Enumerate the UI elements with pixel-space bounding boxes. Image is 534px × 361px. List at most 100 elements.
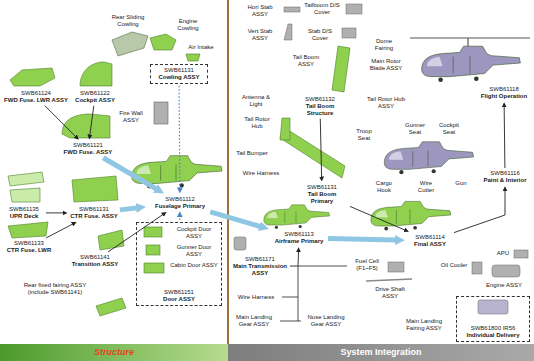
part-name: Main Rotor Blade ASSY (364, 58, 408, 72)
part-name: Cockpit Door ASSY (170, 226, 218, 240)
stage-label: SWB61118Flight Operation (478, 86, 530, 100)
part-name: Wire Harness (240, 170, 282, 177)
connector-arrow (90, 106, 94, 135)
part-number: SWB61800 IR56 (459, 325, 527, 332)
part-name: Fire Wall ASSY (112, 110, 150, 124)
assembly-name: FWD Fuse. LWR ASSY (4, 97, 68, 104)
part-picture (8, 172, 44, 202)
part-picture (384, 142, 473, 174)
part-name: APU (494, 250, 512, 257)
bracket-line (280, 266, 347, 321)
assembly-name: Paint & Interior (480, 177, 530, 184)
connector-arrow (46, 224, 73, 238)
dashed-group-box: SWB61800 IR56Individual Delivery (456, 296, 530, 342)
part-picture (154, 102, 168, 124)
part-name: Tail Rotor Hub ASSY (364, 96, 408, 110)
stage-label: SWB61116Paint & Interior (480, 170, 530, 184)
part-picture (284, 7, 300, 12)
assembly-name: Fuselage Primary (149, 203, 211, 210)
part-name: Rear fixed fairing ASSY (include SWB6114… (18, 282, 92, 296)
part-picture (234, 237, 246, 250)
part-picture (366, 279, 412, 281)
part-name: Wire Harness (236, 294, 276, 301)
phase-band: Structure (0, 344, 228, 361)
connector-arrow (178, 86, 180, 188)
assembly-label: SWB61131Tail Boom Primary (296, 184, 348, 205)
part-picture (422, 46, 521, 82)
assembly-name: CTR Fuse. ASSY (70, 213, 118, 220)
connector-arrow (290, 252, 299, 266)
connector-arrow (320, 119, 321, 177)
part-picture (186, 54, 200, 61)
part-picture (472, 262, 482, 274)
part-picture (514, 250, 528, 258)
connector-arrow (504, 107, 506, 168)
bracket-line (298, 266, 347, 267)
part-name: Oil Cooler (440, 262, 468, 269)
part-picture (264, 205, 330, 229)
connector-arrow (454, 191, 505, 233)
part-name: Engine ASSY (484, 282, 524, 289)
part-picture (150, 34, 176, 50)
flow-arrow (103, 158, 156, 189)
assembly-name: Cowling ASSY (153, 74, 205, 81)
part-picture (8, 32, 222, 316)
part-picture (10, 68, 55, 86)
part-name: Main Landing Fairing ASSY (398, 318, 450, 332)
connector-arrow (46, 212, 63, 213)
flow-arrow (328, 239, 396, 241)
part-name: Nose Landing Gear ASSY (304, 314, 348, 328)
part-number: SWB61132 (292, 96, 348, 103)
part-picture (62, 114, 110, 138)
part-name: Tail Rotor Hub (240, 116, 274, 130)
part-name: Tail Boom ASSY (286, 54, 326, 68)
part-name: Engine Cowling (170, 18, 206, 32)
part-name: Antenna & Light (238, 94, 274, 108)
assembly-name: Cockpit ASSY (72, 97, 118, 104)
part-picture (8, 222, 48, 238)
assembly-name: Flight Operation (478, 93, 530, 100)
part-picture (72, 176, 118, 202)
part-name: Fuel Cell (F1~F5) (350, 258, 384, 272)
flow-arrow (120, 208, 137, 210)
assembly-label: SWB61132Tail Boom Structure (292, 96, 348, 117)
part-picture (98, 230, 124, 250)
part-name: Air Intake (184, 44, 218, 51)
part-name: Gunner Seat (400, 122, 430, 136)
assembly-name: Final ASSY (408, 241, 452, 248)
assembly-label: SWB61121FWD Fuse. ASSY (60, 142, 116, 156)
part-number: SWB61131 (153, 67, 205, 74)
part-name: Tailboom D/S Cover (302, 2, 342, 16)
part-name: Cockpit Seat (434, 122, 464, 136)
assembly-name: Main Transmission ASSY (232, 263, 288, 277)
part-picture (342, 28, 356, 38)
stage-label: SWB61114Final ASSY (408, 234, 452, 248)
divider-line (228, 0, 229, 344)
part-name: Drive Shaft ASSY (372, 286, 408, 300)
part-number: SWB61112 (149, 196, 211, 203)
assembly-name: Tail Boom Primary (296, 191, 348, 205)
part-number: SWB61141 (68, 254, 122, 261)
part-picture (144, 227, 162, 237)
part-picture (96, 298, 126, 316)
phase-band: System Integration (228, 344, 534, 361)
part-number: SWB61122 (72, 90, 118, 97)
part-name: Stab D/S Cover (302, 28, 338, 42)
part-name: Rear Sliding Cowling (108, 14, 148, 28)
part-number: SWB61135 (4, 206, 44, 213)
part-number: SWB61133 (4, 240, 54, 247)
part-number: SWB61131 (70, 206, 118, 213)
part-name: Cabin Door ASSY (170, 262, 218, 269)
part-name: Dome Fairing (368, 38, 400, 52)
assembly-label: SWB61122Cockpit ASSY (72, 90, 118, 104)
part-picture (371, 201, 451, 230)
bracket-line (282, 297, 298, 298)
part-picture (332, 46, 350, 92)
part-name: Hori Stab ASSY (240, 4, 280, 18)
part-number: SWB61151 (139, 289, 219, 296)
assembly-name: CTR Fuse. LWR (4, 247, 54, 254)
part-picture (388, 262, 404, 272)
part-picture (80, 62, 112, 86)
